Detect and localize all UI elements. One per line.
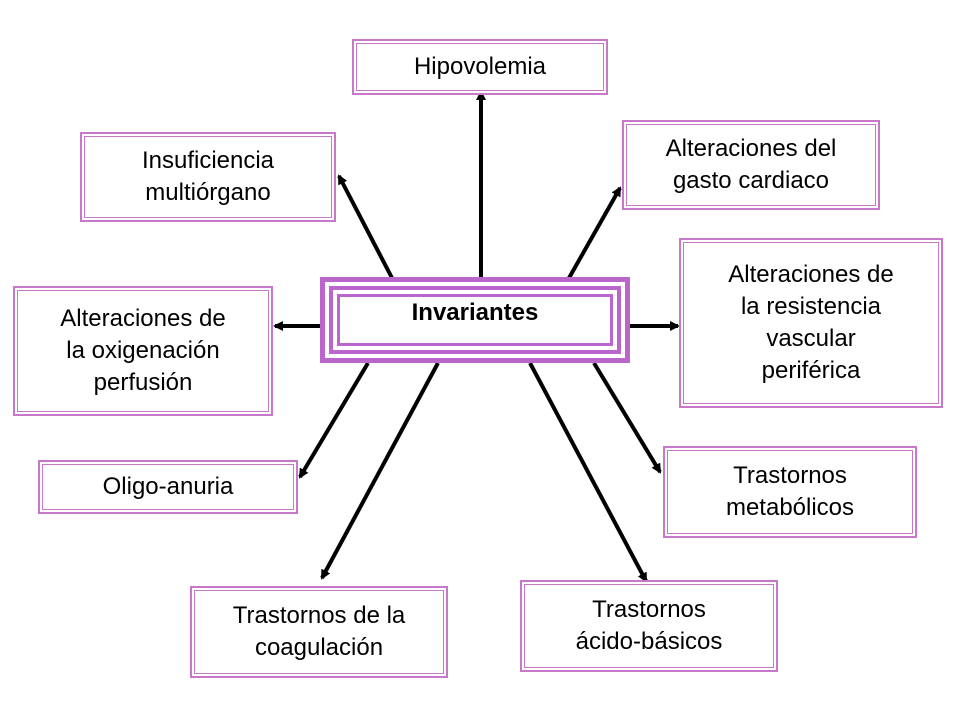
center-node-label: Invariantes (411, 299, 539, 326)
node-oxigenacion-perfusion: Alteraciones de la oxigenación perfusión (13, 286, 273, 416)
node-oligo-anuria: Oligo-anuria (38, 460, 298, 514)
node-resistencia-label: Alteraciones de la resistencia vascular … (728, 261, 894, 384)
node-hipovolemia-label: Hipovolemia (413, 53, 547, 80)
arrow-to-oligo (298, 361, 370, 479)
node-insuficiencia-label: Insuficiencia multiórgano (141, 147, 275, 206)
arrow-to-gasto (567, 186, 622, 279)
arrow-to-coagulacion (320, 362, 440, 580)
node-hipovolemia: Hipovolemia (352, 39, 608, 95)
center-node: Invariantes (337, 294, 613, 346)
node-metabolicos-label: Trastornos metabólicos (725, 462, 855, 521)
node-gasto-label: Alteraciones del gasto cardiaco (665, 135, 837, 194)
arrow-to-acido (528, 362, 648, 583)
arrow-to-insuficiencia (337, 174, 394, 279)
node-gasto-cardiaco: Alteraciones del gasto cardiaco (622, 120, 880, 210)
node-insuficiencia-multiorgano: Insuficiencia multiórgano (80, 132, 336, 222)
node-oligo-label: Oligo-anuria (102, 473, 234, 500)
arrow-to-metabolicos (592, 361, 662, 474)
node-trastornos-metabolicos: Trastornos metabólicos (663, 446, 917, 538)
node-trastornos-coagulacion: Trastornos de la coagulación (190, 586, 448, 678)
node-oxigenacion-label: Alteraciones de la oxigenación perfusión (60, 305, 226, 396)
node-resistencia-vascular: Alteraciones de la resistencia vascular … (679, 238, 943, 408)
node-trastornos-acido-basicos: Trastornos ácido-básicos (520, 580, 778, 672)
node-coagulacion-label: Trastornos de la coagulación (232, 602, 406, 661)
node-acido-label: Trastornos ácido-básicos (575, 596, 723, 655)
